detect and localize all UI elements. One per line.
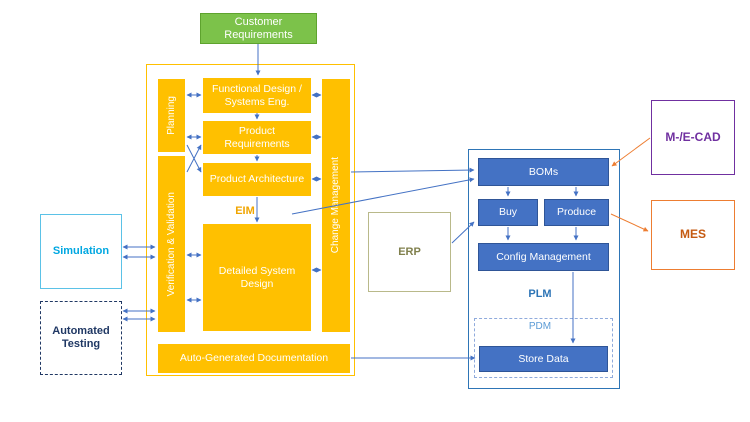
plm-container-frame — [468, 149, 620, 389]
simulation-box: Simulation — [40, 214, 122, 289]
produce-box: Produce — [544, 199, 609, 226]
product-architecture-box: Product Architecture — [203, 163, 311, 196]
boms-box: BOMs — [478, 158, 609, 186]
change-management-bar: Change Management — [322, 79, 350, 332]
plm-label: PLM — [528, 288, 552, 300]
customer-requirements-box: Customer Requirements — [200, 13, 317, 44]
engineering-container-frame — [146, 64, 355, 376]
detailed-system-design-box: Detailed System Design — [203, 224, 311, 331]
store-data-box: Store Data — [479, 346, 608, 372]
pdm-label: PDM — [528, 321, 552, 332]
eim-label: EIM — [235, 205, 255, 217]
verification-validation-label: Verification & Validation — [165, 191, 177, 297]
automated-testing-box: Automated Testing — [40, 301, 122, 375]
buy-box: Buy — [478, 199, 538, 226]
functional-design-box: Functional Design / Systems Eng. — [203, 78, 311, 113]
erp-box: ERP — [368, 212, 451, 292]
verification-validation-bar: Verification & Validation — [158, 156, 185, 332]
planning-bar: Planning — [158, 79, 185, 152]
pdm-frame — [474, 318, 613, 378]
config-management-box: Config Management — [478, 243, 609, 271]
planning-label: Planning — [165, 96, 177, 135]
me-cad-box: M-/E-CAD — [651, 100, 735, 175]
product-requirements-box: Product Requirements — [203, 121, 311, 154]
mes-box: MES — [651, 200, 735, 270]
auto-generated-documentation-box: Auto-Generated Documentation — [158, 344, 350, 373]
arrow-container-to-boms — [350, 167, 475, 173]
change-management-label: Change Management — [330, 157, 342, 254]
